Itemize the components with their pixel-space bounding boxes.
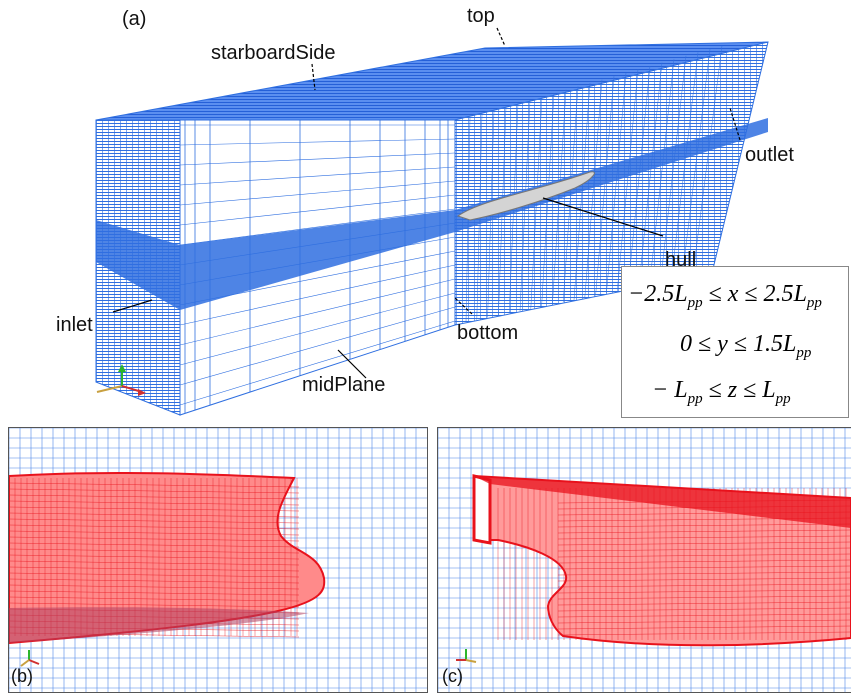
equation-z: − Lpp ≤ z ≤ Lpp [652,377,791,407]
outlet-label: outlet [745,144,794,166]
panel-a-tag: (a) [122,8,147,30]
inlet-label: inlet [56,314,93,336]
equation-y: 0 ≤ y ≤ 1.5Lpp [680,331,812,361]
panel-c-tag: (c) [442,666,463,686]
bow-hull-lower-shade [9,607,309,643]
hull-shape [456,171,595,221]
panel-c-stern-mesh: (c) [437,427,851,693]
panel-b-tag: (b) [11,666,33,686]
stern-mesh-svg [438,428,851,692]
transom-face [472,474,492,545]
starboard-side-label: starboardSide [211,42,336,64]
waterplane-band [96,118,768,310]
domain-mesh-diagram [95,27,769,416]
equation-x: −2.5Lpp ≤ x ≤ 2.5Lpp [628,281,822,311]
hull-label: hull [665,249,697,271]
leader-lines [112,27,741,379]
domain-extent-equations: −2.5Lpp ≤ x ≤ 2.5Lpp 0 ≤ y ≤ 1.5Lpp − Lp… [621,266,849,418]
hull-mesh-lines [497,488,851,640]
panel-b-bow-mesh: (b) [8,427,428,693]
mesh-grid-lines [179,45,723,414]
axis-triad-icon [456,649,477,663]
axis-triad-icon [96,364,146,396]
bow-mesh-svg [9,428,427,692]
axis-triad-icon [20,650,40,667]
midplane-label: midPlane [302,374,386,396]
bottom-label: bottom [457,322,519,344]
top-label: top [467,5,495,27]
